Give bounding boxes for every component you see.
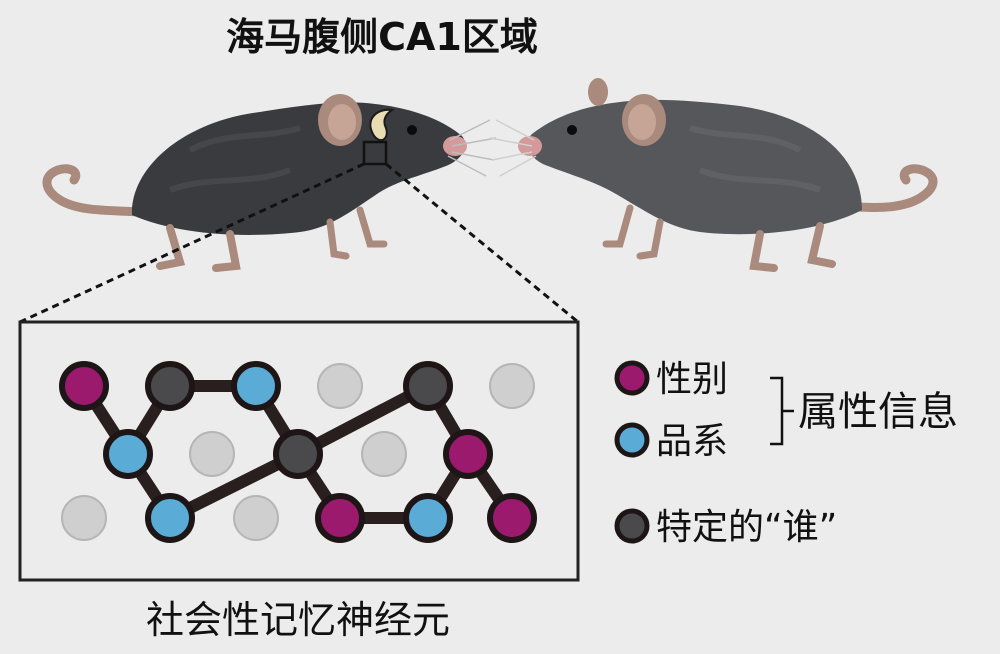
neuron-panel bbox=[18, 320, 580, 582]
neuron-sex bbox=[59, 361, 109, 411]
neuron-who bbox=[403, 361, 453, 411]
legend-attribute-label: 属性信息 bbox=[798, 389, 958, 435]
neuron-strain bbox=[403, 493, 453, 543]
legend: 性别 品系 属性信息 特定的“谁” bbox=[614, 359, 958, 548]
legend-bracket bbox=[770, 376, 794, 446]
neuron-who bbox=[145, 361, 195, 411]
legend-strain-label: 品系 bbox=[656, 421, 728, 462]
legend-strain-dot bbox=[614, 422, 650, 458]
legend-sex-dot bbox=[614, 360, 650, 396]
legend-who-dot bbox=[614, 508, 650, 544]
neuron-inactive bbox=[361, 431, 407, 477]
neuron-sex bbox=[315, 493, 365, 543]
neuron-sex bbox=[443, 429, 493, 479]
zoom-lines bbox=[19, 162, 579, 324]
neuron-inactive bbox=[317, 363, 363, 409]
neuron-who bbox=[273, 429, 323, 479]
neuron-inactive bbox=[233, 495, 279, 541]
neuron-strain bbox=[145, 493, 195, 543]
hippocampus-marker bbox=[369, 108, 395, 142]
neuron-inactive bbox=[61, 495, 107, 541]
legend-who-label: 特定的“谁” bbox=[656, 507, 837, 548]
left-mouse bbox=[42, 94, 497, 272]
neuron-inactive bbox=[189, 431, 235, 477]
right-mouse bbox=[489, 78, 938, 272]
page-title: 海马腹侧CA1区域 bbox=[226, 15, 538, 59]
legend-sex-label: 性别 bbox=[656, 359, 728, 400]
neuron-inactive bbox=[489, 363, 535, 409]
neuron-strain bbox=[231, 361, 281, 411]
neuron-strain bbox=[103, 429, 153, 479]
neuron-sex bbox=[487, 493, 537, 543]
panel-caption: 社会性记忆神经元 bbox=[146, 598, 450, 642]
neuron-grid bbox=[59, 361, 537, 543]
zoom-box bbox=[362, 140, 388, 166]
